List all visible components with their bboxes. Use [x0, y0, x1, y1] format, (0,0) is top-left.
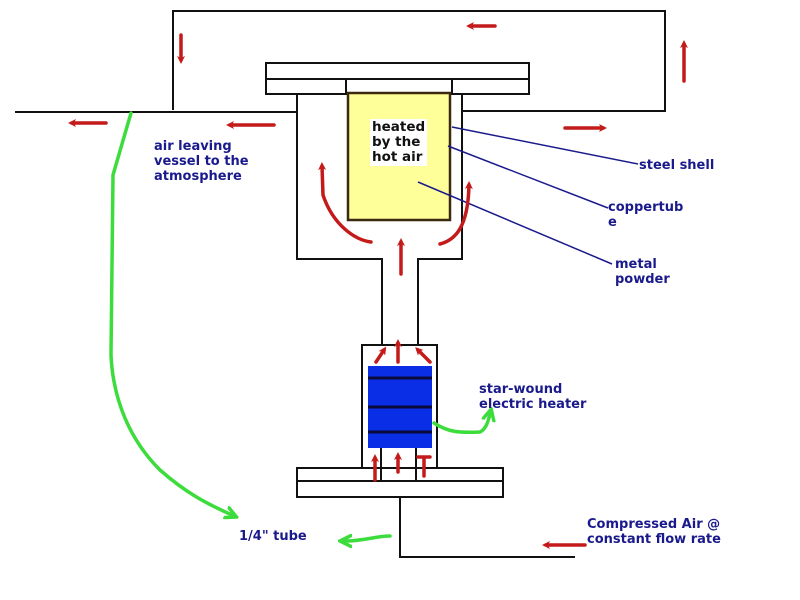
pointer-arrow-heater	[432, 414, 490, 435]
flow-arrow-vessel-left	[318, 162, 373, 244]
flow-arrow-heater-out-left	[374, 346, 387, 364]
pointer-arrow-tube-label	[345, 536, 392, 541]
return-loop-pipe	[172, 10, 666, 112]
flow-arrow-vessel-right	[438, 181, 473, 246]
steel-shell-label: steel shell	[639, 158, 715, 173]
leader-copper-tube	[447, 145, 609, 209]
top-cap-plate-upper	[265, 62, 530, 80]
heater-group	[368, 366, 432, 448]
tube-size-label: 1/4" tube	[239, 529, 307, 544]
copper-tube-label: coppertub e	[608, 200, 684, 230]
heater-label: star-wound electric heater	[479, 382, 587, 412]
pointer-arrow-tube-path	[109, 111, 232, 515]
leader-steel-shell	[451, 126, 639, 165]
flow-arrow-heater-out-right	[415, 347, 432, 364]
leader-lines	[417, 126, 639, 265]
bottom-plate-lower	[296, 480, 504, 498]
flow-arrow-heater-in-right	[416, 455, 432, 478]
bottom-plate-upper	[296, 467, 504, 482]
metal-powder-label: metal powder	[615, 257, 670, 287]
pointer-arrows	[109, 111, 490, 541]
air-leaving-label: air leaving vessel to the atmosphere	[154, 139, 249, 184]
compressed-air-label: Compressed Air @ constant flow rate	[587, 517, 721, 547]
leader-metal-powder	[417, 181, 613, 265]
core-label: heated by the hot air	[370, 119, 428, 166]
inlet-pipe	[399, 497, 575, 558]
flow-arrows	[68, 22, 688, 549]
